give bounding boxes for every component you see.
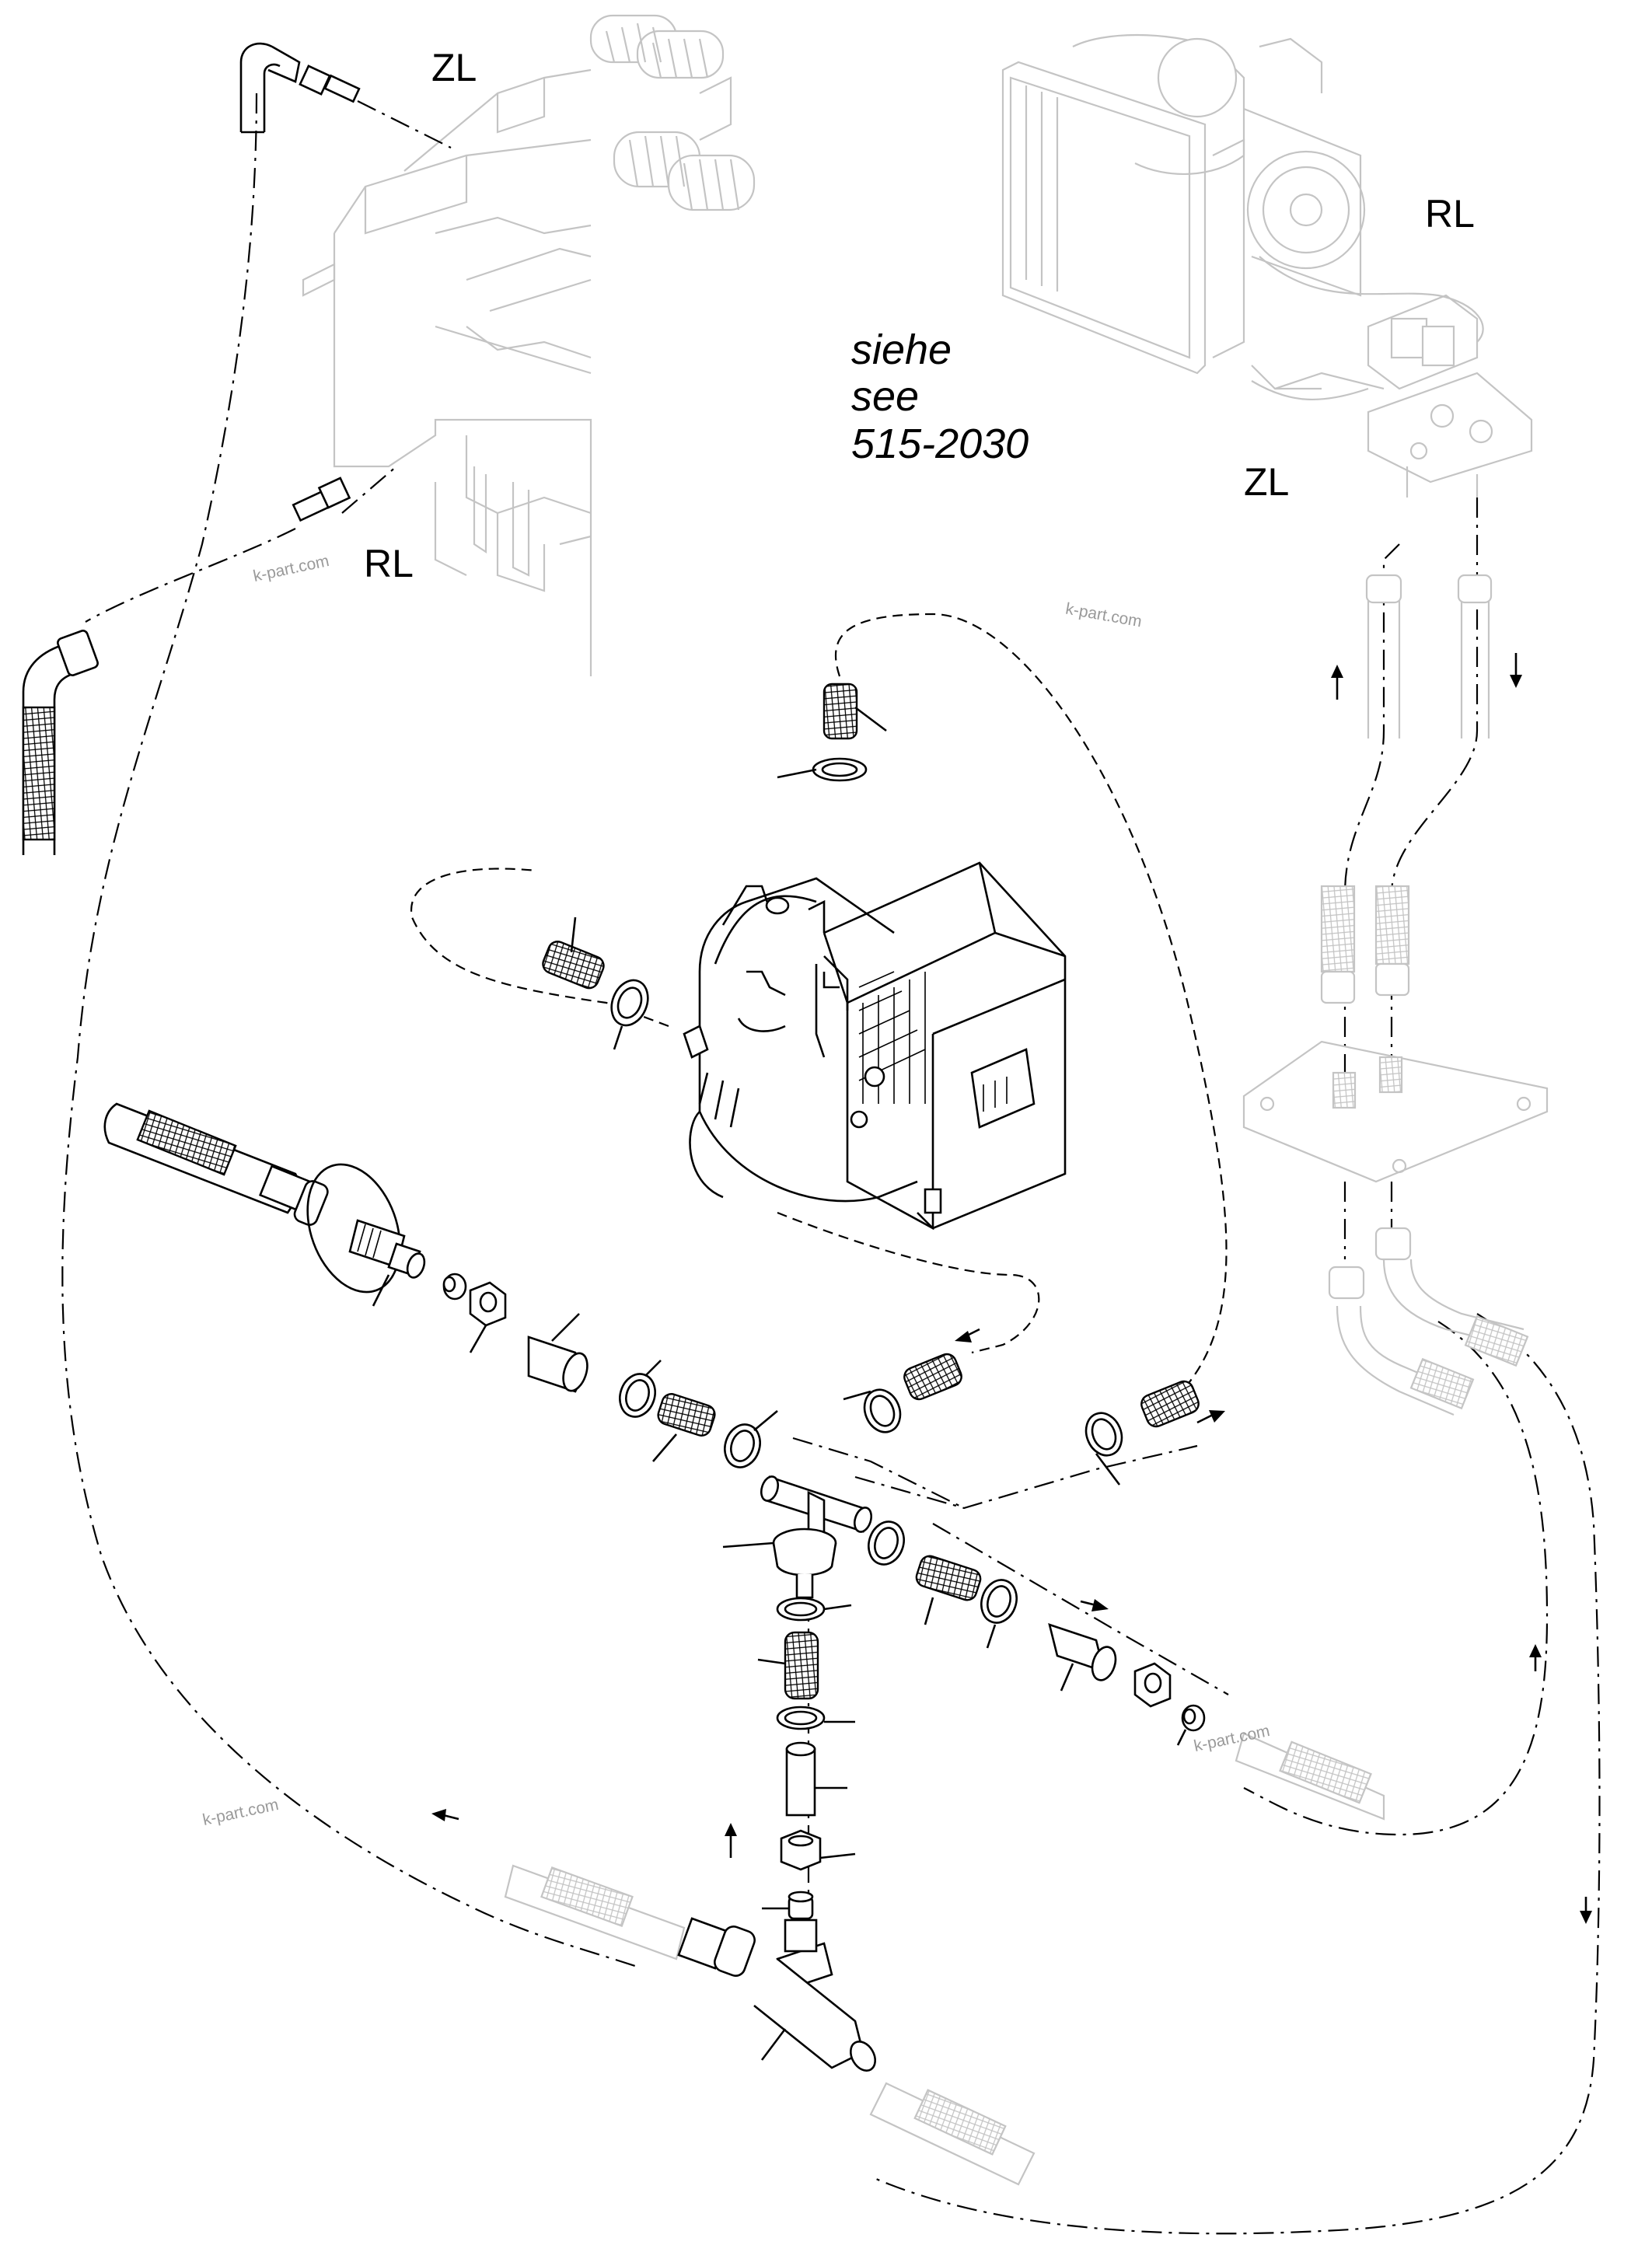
mounting-plate [1242, 1040, 1549, 1183]
lower-tee-fitting [753, 1919, 877, 2072]
arrow-lower-up [725, 1823, 737, 1858]
right-branch-clamp-2 [980, 1579, 1018, 1649]
left-branch-hose [103, 1102, 329, 1226]
engine-block [302, 14, 756, 676]
heater-hose-top [777, 683, 887, 782]
left-branch-clamp-1 [619, 1360, 662, 1418]
lower-hose [757, 1631, 819, 1700]
right-hoses-bottom [1328, 1227, 1529, 1416]
right-branch-clamp-1 [868, 1521, 905, 1566]
right-branch-nut [1133, 1662, 1172, 1708]
left-branch-olive [442, 1273, 467, 1301]
lower-nut [780, 1829, 856, 1871]
flow-arrows [431, 653, 1592, 1924]
arrow-up-right-1 [1331, 665, 1343, 700]
arrow-right-loop-down [1580, 1897, 1592, 1924]
arrow-right-loop-up [1529, 1644, 1542, 1671]
left-branch-clamp-2 [724, 1410, 778, 1468]
arrow-heater-2 [1196, 1410, 1225, 1424]
coolant-lines [61, 93, 1601, 2235]
hose-zl-engine [239, 42, 361, 134]
lower-right-hose [869, 2082, 1036, 2186]
heater-return-hose [843, 1353, 962, 1433]
lower-left-hose [504, 1864, 756, 1977]
right-branch-hose-ghost [1235, 1732, 1385, 1821]
heat-exchanger [1001, 33, 1533, 498]
right-branch-olive [1176, 1704, 1206, 1746]
right-branch-sleeve [1048, 1623, 1117, 1692]
zl-label-top-left: ZL [431, 46, 477, 89]
left-branch-nipple [348, 1219, 426, 1307]
rl-label-left: RL [364, 542, 414, 585]
left-branch-sleeve [527, 1313, 589, 1393]
right-hoses-lower [1320, 885, 1410, 1004]
arrow-right-branch [1080, 1599, 1109, 1611]
rl-label-top-right: RL [1425, 192, 1475, 236]
hose-rl-engine [292, 477, 351, 522]
left-branch-nut [469, 1281, 507, 1353]
lower-clamp-2 [776, 1706, 855, 1730]
lower-olive [762, 1891, 814, 1920]
left-branch-washer [306, 1163, 401, 1294]
engine-coils [589, 14, 756, 211]
reference-line-1: siehe [851, 326, 952, 373]
tee-fitting [760, 1475, 873, 1549]
right-branch-hose [915, 1555, 982, 1625]
hose-left-elbow [22, 630, 99, 855]
arrow-down-right-1 [1510, 653, 1522, 688]
heater-unit [683, 861, 1067, 1231]
left-branch-short-hose [652, 1393, 716, 1462]
reference-note: siehe see 515-2030 [851, 326, 1029, 467]
check-valve [722, 1528, 837, 1599]
arrow-heater-1 [955, 1328, 980, 1342]
lower-clamp-1 [776, 1597, 852, 1622]
heater-hose-left [542, 917, 649, 1050]
heater-supply-hose [1084, 1380, 1200, 1486]
reference-line-2: see [851, 373, 920, 421]
reference-line-3: 515-2030 [851, 420, 1029, 467]
lower-sleeve [785, 1741, 847, 1817]
right-hoses-upper [1365, 574, 1493, 738]
arrow-left-loop [431, 1809, 459, 1821]
zl-label-right: ZL [1244, 460, 1290, 504]
